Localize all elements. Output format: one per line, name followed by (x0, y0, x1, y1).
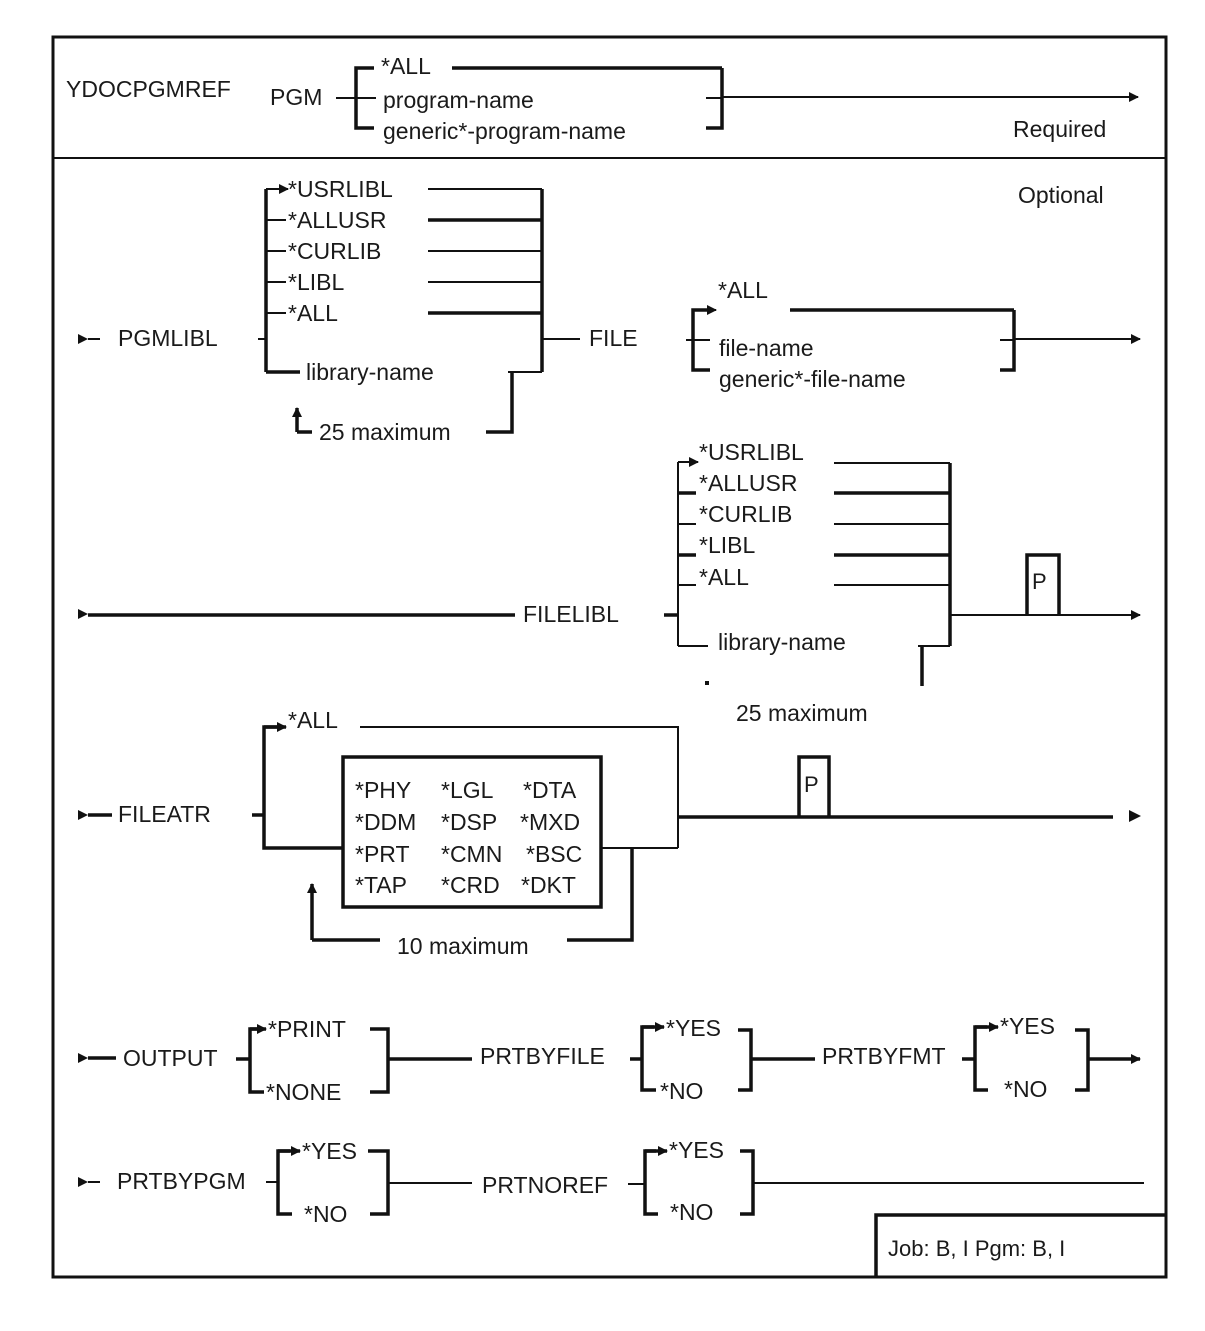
filelibl-option-allusr: *ALLUSR (699, 470, 797, 496)
pgmlibl-option-allusr: *ALLUSR (288, 207, 386, 233)
pgmlibl-option-libl: *LIBL (288, 269, 344, 295)
prtbypgm-left-bracket (276, 1149, 292, 1216)
prtnoref-right-bracket (740, 1149, 755, 1216)
filelibl-positional-marker: P (1032, 569, 1047, 594)
filelibl-option-curlib: *CURLIB (699, 501, 792, 527)
prtnoref-option-yes: *YES (669, 1137, 724, 1163)
start-arrow-icon (78, 609, 88, 619)
keyword-pgm: PGM (270, 84, 322, 110)
pgmlibl-repeat-label: 25 maximum (319, 419, 451, 445)
fileatr-value: *DKT (521, 872, 576, 898)
fileatr-positional-marker: P (804, 772, 819, 797)
file-option-generic: generic*-file-name (719, 366, 906, 392)
start-arrow-icon (78, 1177, 88, 1187)
threadsafe-note: Job: B, I Pgm: B, I (888, 1236, 1065, 1261)
file-option-file-name: file-name (719, 335, 814, 361)
file-option-all: *ALL (718, 277, 768, 303)
fileatr-value: *LGL (441, 777, 494, 803)
filelibl-option-libl: *LIBL (699, 532, 755, 558)
fileatr-value: *CRD (441, 872, 500, 898)
keyword-filelibl: FILELIBL (523, 601, 619, 627)
fileatr-values-grid: *PHY *LGL *DTA *DDM *DSP *MXD *PRT *CMN … (355, 777, 582, 898)
pgmlibl-option-curlib: *CURLIB (288, 238, 381, 264)
keyword-prtbyfmt: PRTBYFMT (822, 1043, 946, 1069)
prtnoref-left-bracket (643, 1149, 658, 1216)
keyword-output: OUTPUT (123, 1045, 218, 1071)
output-option-print: *PRINT (268, 1016, 346, 1042)
pgm-option-all: *ALL (381, 53, 431, 79)
prtbypgm-right-bracket (368, 1149, 390, 1216)
note-box (874, 1213, 1166, 1277)
fileatr-value: *DTA (523, 777, 577, 803)
fileatr-repeat-label: 10 maximum (397, 933, 529, 959)
filelibl-repeat-label: 25 maximum (736, 700, 868, 726)
pgm-right-bracket (706, 68, 724, 130)
file-right-bracket (1000, 310, 1016, 372)
repeat-loop (567, 848, 634, 942)
filelibl-options (678, 462, 950, 586)
fileatr-value: *TAP (355, 872, 407, 898)
fileatr-value: *PRT (355, 841, 410, 867)
pgmlibl-library-name: library-name (306, 359, 434, 385)
prtbyfmt-option-yes: *YES (1000, 1013, 1055, 1039)
required-label: Required (1013, 116, 1106, 142)
pgmlibl-options (266, 188, 542, 315)
prtnoref-option-no: *NO (670, 1199, 713, 1225)
optional-label: Optional (1018, 182, 1104, 208)
start-arrow-icon (78, 1053, 88, 1063)
prtbyfile-left-bracket (640, 1025, 656, 1092)
fileatr-value: *PHY (355, 777, 411, 803)
fileatr-value: *DDM (355, 809, 416, 835)
fileatr-value: *CMN (441, 841, 502, 867)
start-arrow-icon (78, 334, 88, 344)
filelibl-library-name: library-name (718, 629, 846, 655)
prtbyfmt-right-bracket (1075, 1028, 1090, 1092)
prtbypgm-option-yes: *YES (302, 1138, 357, 1164)
prtbyfmt-option-no: *NO (1004, 1076, 1047, 1102)
repeat-marker (705, 681, 709, 685)
pgm-option-generic: generic*-program-name (383, 118, 626, 144)
prtbyfile-option-no: *NO (660, 1078, 703, 1104)
command-name: YDOCPGMREF (66, 76, 231, 102)
repeat-loop (486, 372, 514, 434)
fileatr-value: *DSP (441, 809, 497, 835)
keyword-prtbyfile: PRTBYFILE (480, 1043, 605, 1069)
fileatr-left-rail (262, 725, 342, 850)
pgmlibl-option-usrlibl: *USRLIBL (288, 176, 393, 202)
fileatr-values-box (341, 755, 603, 909)
fileatr-value: *BSC (526, 841, 582, 867)
keyword-prtnoref: PRTNOREF (482, 1172, 608, 1198)
filelibl-option-all: *ALL (699, 564, 749, 590)
positional-marker-box (797, 755, 831, 817)
prtbyfile-right-bracket (738, 1028, 753, 1092)
pgmlibl-option-all: *ALL (288, 300, 338, 326)
diagram-frame (51, 35, 1168, 1279)
continue-arrow-icon (1129, 810, 1141, 822)
positional-marker-box (1025, 553, 1061, 615)
output-right-bracket (370, 1027, 390, 1094)
keyword-pgmlibl: PGMLIBL (118, 325, 218, 351)
fileatr-bypass (360, 726, 679, 848)
prtbyfile-option-yes: *YES (666, 1015, 721, 1041)
prtbypgm-option-no: *NO (304, 1201, 347, 1227)
output-left-bracket (248, 1027, 264, 1094)
keyword-file: FILE (589, 325, 638, 351)
pgm-option-program-name: program-name (383, 87, 534, 113)
keyword-fileatr: FILEATR (118, 801, 211, 827)
output-option-none: *NONE (266, 1079, 341, 1105)
filelibl-option-usrlibl: *USRLIBL (699, 439, 804, 465)
start-arrow-icon (78, 810, 88, 820)
prtbyfmt-left-bracket (973, 1025, 988, 1092)
fileatr-value: *MXD (520, 809, 580, 835)
keyword-prtbypgm: PRTBYPGM (117, 1168, 246, 1194)
fileatr-default-all: *ALL (288, 707, 338, 733)
